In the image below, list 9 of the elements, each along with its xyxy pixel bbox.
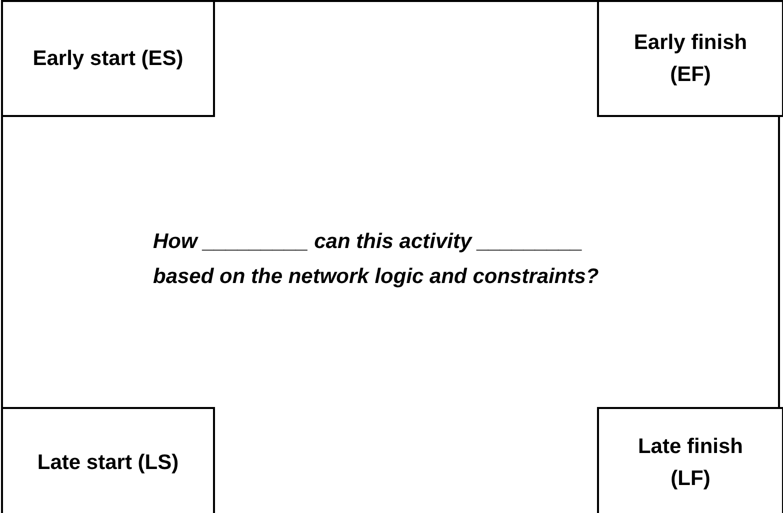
corner-label: Late finish (LF) bbox=[636, 434, 744, 492]
corner-box bbox=[597, 407, 783, 513]
corner-label: Early finish (EF) bbox=[632, 30, 748, 88]
corner-label: Late start (LS) bbox=[36, 450, 180, 476]
corner-box bbox=[597, 0, 783, 117]
question-text: How _________ can this activity _________ based on the network logic and constraints? bbox=[153, 229, 600, 290]
corner-box bbox=[1, 0, 215, 117]
corner-box bbox=[1, 407, 215, 513]
corner-label: Early start (ES) bbox=[32, 46, 184, 72]
